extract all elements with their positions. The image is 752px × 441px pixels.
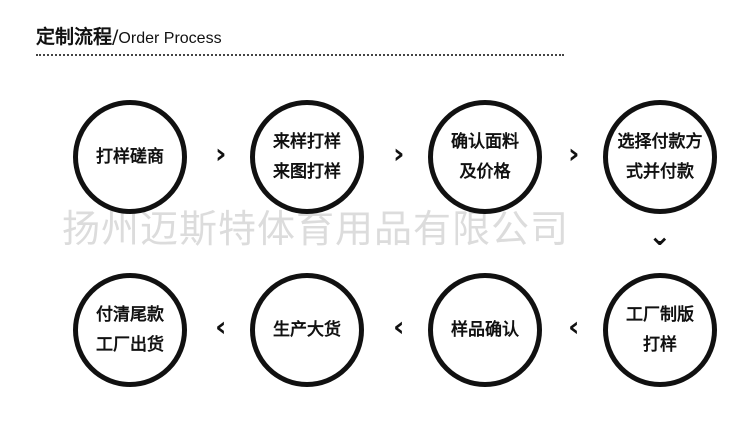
step-label-6: 样品确认: [451, 320, 519, 340]
step-label-7: 生产大货: [273, 320, 341, 340]
page-title: 定制流程/Order Process: [36, 22, 222, 49]
arrow-left-icon: ‹: [215, 310, 227, 343]
step-circle-1: 打样磋商: [73, 100, 187, 214]
arrow-right-icon: ›: [568, 137, 580, 170]
step-label-4: 选择付款方 式并付款: [617, 132, 703, 182]
title-separator: /: [112, 26, 119, 48]
arrow-down-icon: ⌄: [648, 219, 672, 252]
step-circle-8: 付清尾款 工厂出货: [73, 273, 187, 387]
step-circle-3: 确认面料 及价格: [428, 100, 542, 214]
step-circle-7: 生产大货: [250, 273, 364, 387]
arrow-left-icon: ‹: [393, 310, 405, 343]
company-watermark: 扬州迈斯特体育用品有限公司: [62, 207, 570, 251]
step-label-8: 付清尾款 工厂出货: [96, 305, 164, 355]
step-label-1: 打样磋商: [96, 147, 164, 167]
step-circle-6: 样品确认: [428, 273, 542, 387]
step-label-3: 确认面料 及价格: [451, 132, 519, 182]
arrow-right-icon: ›: [215, 137, 227, 170]
step-label-2: 来样打样 来图打样: [273, 132, 341, 182]
step-circle-2: 来样打样 来图打样: [250, 100, 364, 214]
title-english: Order Process: [118, 30, 222, 47]
step-circle-5: 工厂制版 打样: [603, 273, 717, 387]
step-label-5: 工厂制版 打样: [626, 305, 694, 355]
arrow-left-icon: ‹: [568, 310, 580, 343]
arrow-right-icon: ›: [393, 137, 405, 170]
title-dotted-rule: [36, 54, 564, 56]
step-circle-4: 选择付款方 式并付款: [603, 100, 717, 214]
title-chinese: 定制流程: [36, 26, 113, 48]
